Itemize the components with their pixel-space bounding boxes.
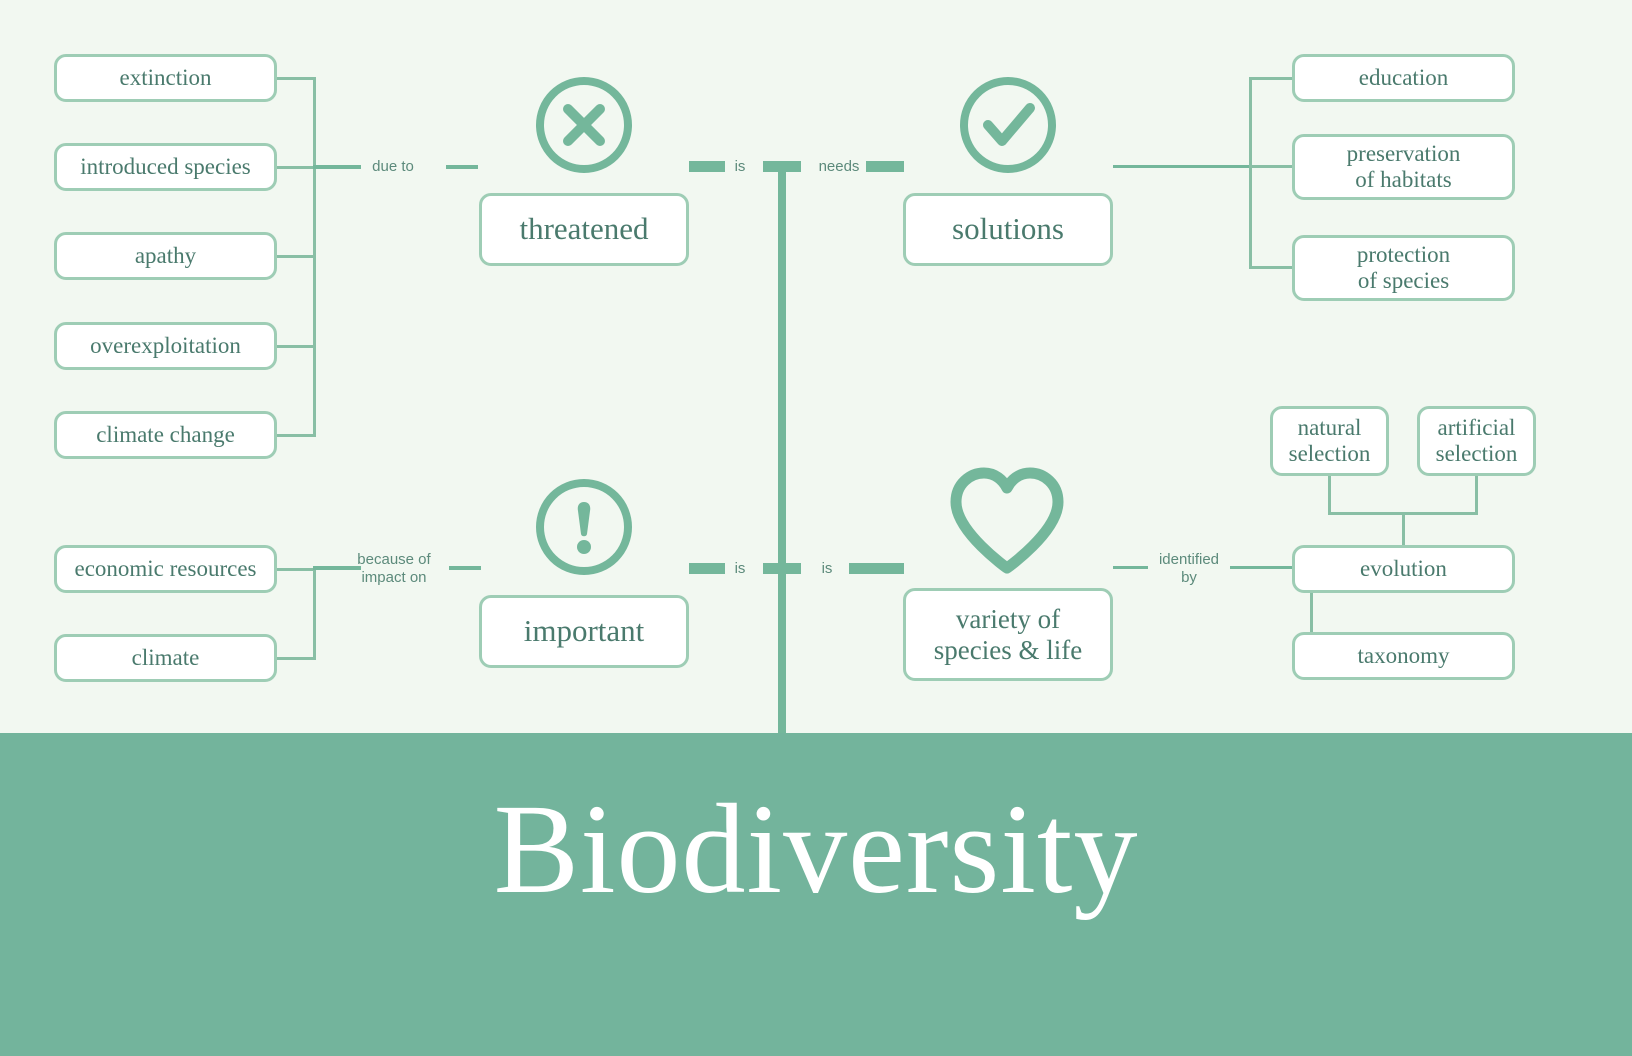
connector-trunk-right-bottom [849,563,904,574]
node-important[interactable]: important [479,595,689,668]
relation-is-bottom-right: is [821,560,833,577]
node-protection-of-species[interactable]: protection of species [1292,235,1515,301]
relation-because-of-impact-on: because of impact on [357,551,431,587]
page-title: Biodiversity [493,778,1139,920]
connector-trunk-right-top [866,161,904,172]
x-circle-icon [533,74,635,176]
relation-identified-by: identified by [1158,551,1220,587]
central-trunk [778,161,786,733]
node-extinction[interactable]: extinction [54,54,277,102]
connector-protection [1249,266,1294,269]
heart-icon [946,466,1068,576]
node-taxonomy[interactable]: taxonomy [1292,632,1515,680]
exclamation-circle-icon [533,476,635,578]
connector-causes-spine [313,77,316,437]
connector-due-to-right [446,165,478,169]
connector-threatened-is [689,161,725,172]
node-solutions[interactable]: solutions [903,193,1113,266]
connector-education [1249,77,1294,80]
node-education[interactable]: education [1292,54,1515,102]
node-apathy[interactable]: apathy [54,232,277,280]
connector-artificial-selection-drop [1475,476,1478,514]
connector-variety-outlet [1113,566,1148,569]
connector-introduced-species [277,166,316,169]
node-artificial-selection[interactable]: artificial selection [1417,406,1536,476]
relation-is-bottom-left: is [734,560,746,577]
connector-selection-to-evolution [1402,512,1405,548]
connector-solutions-spine [1249,77,1252,268]
connector-important-is [689,563,725,574]
relation-is-top-left: is [734,158,746,175]
connector-importance-outlet [313,566,361,570]
connector-climate-change [277,434,316,437]
connector-climate [277,657,316,660]
node-threatened[interactable]: threatened [479,193,689,266]
connector-extinction [277,77,316,80]
connector-variety-spine [1310,566,1313,656]
connector-solutions-outlet [1113,165,1251,168]
check-circle-icon [957,74,1059,176]
relation-due-to: due to [372,158,414,175]
connector-importance-spine [313,568,316,660]
node-preservation-of-habitats[interactable]: preservation of habitats [1292,134,1515,200]
node-economic-resources[interactable]: economic resources [54,545,277,593]
connector-preservation [1249,165,1294,168]
connector-economic-resources [277,568,316,571]
connector-causes-outlet [313,165,361,169]
node-variety-of-species-and-life[interactable]: variety of species & life [903,588,1113,681]
connector-natural-selection-drop [1328,476,1331,514]
node-evolution[interactable]: evolution [1292,545,1515,593]
node-climate[interactable]: climate [54,634,277,682]
relation-needs: needs [818,158,860,175]
connector-apathy [277,255,316,258]
connector-overexploitation [277,345,316,348]
title-band: Biodiversity [0,733,1632,1056]
node-overexploitation[interactable]: overexploitation [54,322,277,370]
connector-identified-right [1230,566,1312,569]
connector-impact-right [449,566,481,570]
node-introduced-species[interactable]: introduced species [54,143,277,191]
node-natural-selection[interactable]: natural selection [1270,406,1389,476]
node-climate-change[interactable]: climate change [54,411,277,459]
